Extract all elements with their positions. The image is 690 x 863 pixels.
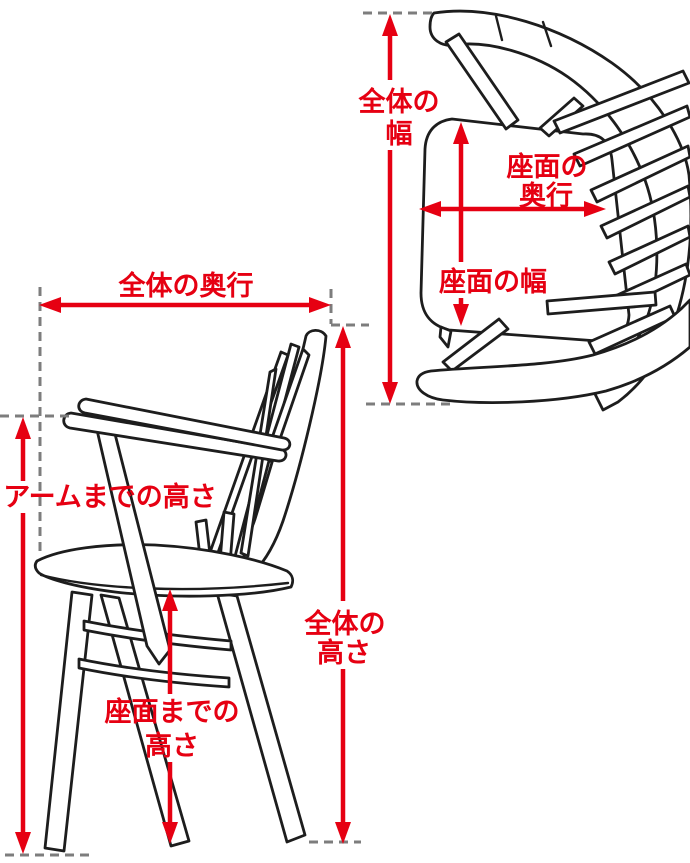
- overall-width-arrow: [382, 14, 398, 404]
- top-leg-tip: [438, 325, 453, 349]
- arrow-head-left: [419, 201, 441, 217]
- overall-height-label: 全体の: [304, 608, 386, 640]
- dimension-arrows: [15, 14, 606, 854]
- side-back-spindle: [239, 367, 278, 558]
- seat-width-label: 座面の幅: [439, 266, 547, 298]
- top-spindle: [572, 104, 690, 168]
- arrow-head-right: [309, 297, 331, 313]
- arrow-head-down: [335, 822, 351, 844]
- top-armrest-band: [415, 298, 690, 404]
- arrow-head-down: [15, 832, 31, 854]
- top-arm-support-slat: [545, 290, 658, 316]
- top-arm-support-slat: [444, 32, 520, 131]
- seat-height-label: 高さ: [145, 730, 199, 762]
- seat-width-arrow: [453, 122, 469, 326]
- seat-depth-label: 奥行: [519, 180, 573, 212]
- side-far-front-leg: [99, 593, 191, 848]
- overall-depth-label: 全体の奥行: [118, 270, 254, 302]
- top-hoop-joint-line: [494, 14, 504, 42]
- side-view-chair-drawing: [33, 328, 328, 853]
- arrow-head-up: [453, 122, 469, 144]
- overall-height-label: 高さ: [317, 637, 371, 669]
- side-back-spindle: [263, 347, 311, 464]
- side-armrest-upper-slat: [77, 397, 292, 452]
- arrow-head-down: [162, 822, 178, 844]
- arrow-head-up: [162, 589, 178, 611]
- arm-height-label: アームまでの高さ: [3, 481, 217, 513]
- seat-height-label: 座面までの: [105, 696, 240, 728]
- top-spindle: [589, 144, 690, 204]
- arrow-head-up: [335, 326, 351, 348]
- arrow-head-up: [382, 14, 398, 36]
- top-arm-support-slat: [441, 317, 510, 373]
- top-view-chair-drawing: [415, 9, 690, 412]
- top-spindle: [607, 224, 690, 276]
- seat-height-arrow: [162, 589, 178, 844]
- arrow-head-left: [39, 297, 61, 313]
- top-hoop-joint-line: [541, 20, 553, 48]
- arm-height-arrow: [15, 417, 31, 854]
- seat-depth-arrow: [419, 201, 606, 217]
- dimension-labels: 全体の 幅 座面の 奥行 座面の幅 全体の奥行 アームまでの高さ 全体の 高さ …: [3, 86, 587, 762]
- side-stretcher: [77, 657, 231, 689]
- overall-height-arrow: [335, 326, 351, 844]
- arrow-head-right: [584, 201, 606, 217]
- arrow-head-up: [15, 417, 31, 439]
- overall-width-label: 全体の: [358, 86, 440, 118]
- dashed-reference-lines: [0, 11, 452, 857]
- arrow-head-down: [453, 304, 469, 326]
- top-spindle: [552, 69, 690, 135]
- top-spindle: [599, 184, 690, 240]
- overall-width-label: 幅: [386, 119, 413, 150]
- overall-depth-arrow: [39, 297, 331, 313]
- seat-depth-label: 座面の: [507, 151, 588, 183]
- side-front-leg: [43, 590, 94, 853]
- arrow-head-down: [382, 382, 398, 404]
